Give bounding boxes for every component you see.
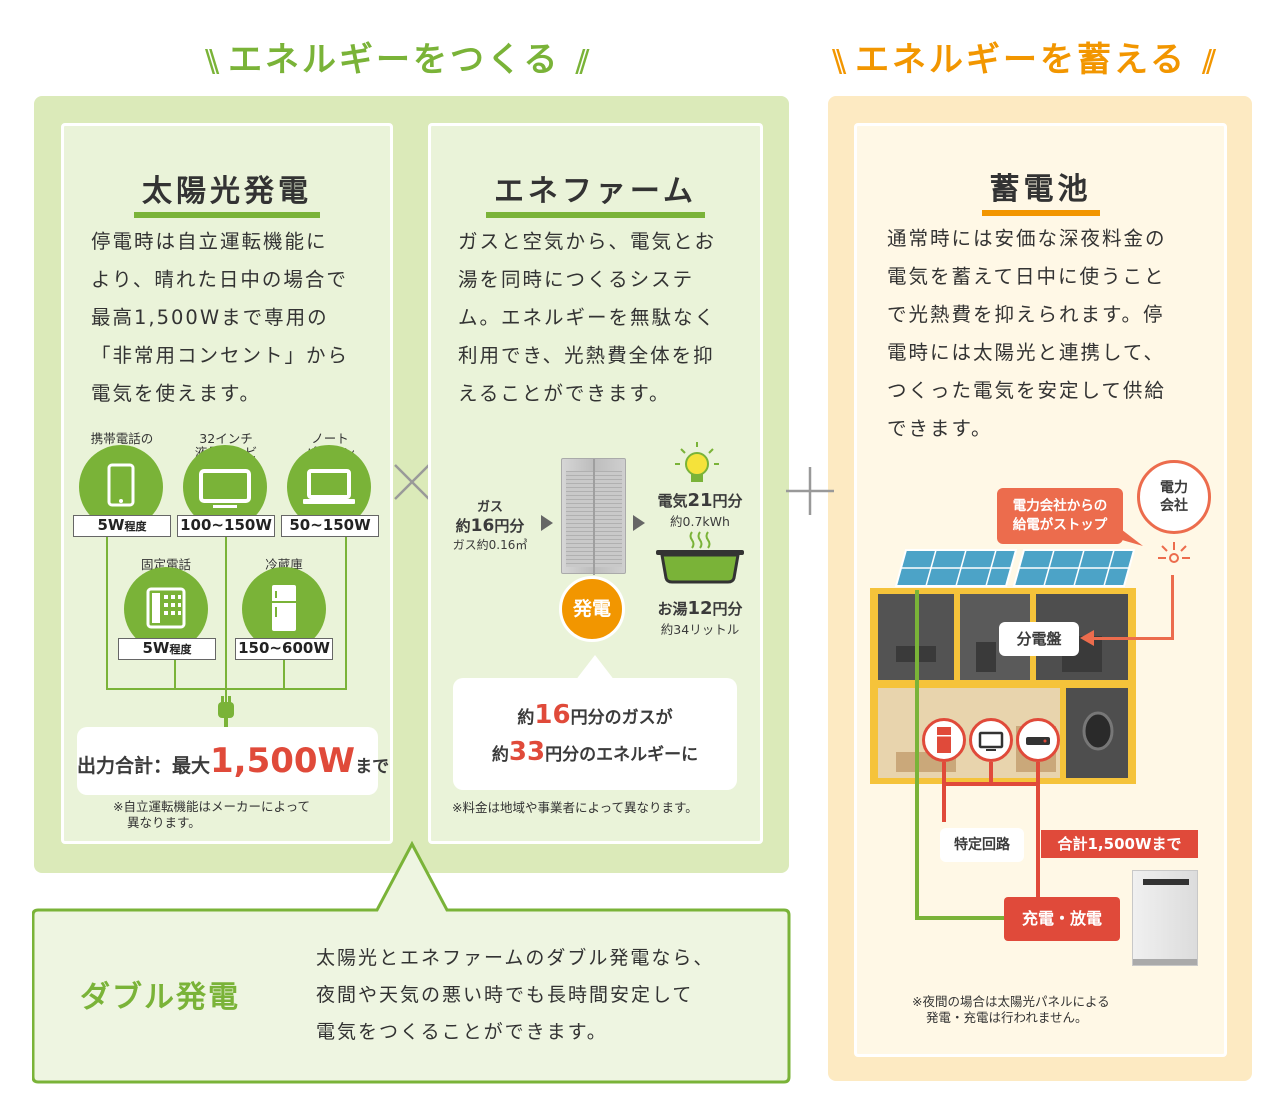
solar-note: ※自立運転機能はメーカーによって 異なります。 (113, 799, 310, 830)
solar-to-battery-line (915, 916, 1005, 920)
solar-title: 太陽光発電 (64, 166, 390, 218)
heading-store: \\ エネルギーを蓄える // (832, 40, 1216, 80)
laptop-watt: 50~150W (281, 515, 379, 537)
fridge-icon (937, 727, 951, 753)
telephone-watt: 5W程度 (118, 638, 216, 660)
tv-icon (199, 469, 251, 508)
connector-line (345, 537, 347, 689)
output-total-box: 出力合計：最大1,500Wまで (77, 727, 389, 795)
enefarm-note: ※料金は地域や事業者によって異なります。 (452, 800, 698, 815)
circuit-line (1036, 870, 1040, 902)
distribution-panel[interactable]: 分電盤 (999, 622, 1079, 656)
total-capacity-label: 合計1,500Wまで (1041, 830, 1198, 858)
plus-operator (786, 467, 834, 515)
house-router (1016, 718, 1060, 762)
telephone-circle (124, 567, 208, 651)
charge-discharge-button[interactable]: 充電・放電 (1004, 897, 1120, 941)
fridge-watt: 150~600W (235, 638, 333, 660)
enefarm-title: エネファーム (431, 166, 760, 218)
telephone-icon (146, 587, 186, 629)
smartphone-icon (107, 463, 135, 507)
tv-icon (978, 731, 1004, 751)
circuit-line (942, 782, 1040, 786)
battery-title: 蓄電池 (857, 164, 1224, 216)
hot-water-info: お湯12円分 約34リットル (657, 598, 743, 637)
circuit-line (989, 762, 993, 784)
solar-description: 停電時は自立運転機能に より、晴れた日中の場合で 最高1,500Wまで専用の 「… (91, 230, 350, 405)
arrow-right-icon (541, 515, 553, 531)
times-operator (394, 464, 430, 500)
battery-description: 通常時には安価な深夜料金の 電気を蓄えて日中に使うこと で光熱費を抑えられます。… (887, 227, 1167, 440)
double-description: 太陽光とエネファームのダブル発電なら、 夜間や天気の悪い時でも長時間安定して 電… (316, 947, 715, 1043)
heading-create: \\ エネルギーをつくる // (205, 40, 590, 80)
gas-info: ガス 約16円分 ガス約0.16㎥ (452, 500, 528, 552)
stop-bubble-shape (997, 488, 1143, 546)
power-company: 電力 会社 (1137, 460, 1211, 534)
battery-note: ※夜間の場合は太陽光パネルによる 発電・充電は行われません。 (912, 994, 1110, 1025)
bubble-pointer (575, 655, 615, 681)
grid-line (1171, 575, 1174, 640)
connector-line (225, 537, 227, 705)
lightbulb-icon (675, 442, 719, 482)
arrow-right-icon (633, 515, 645, 531)
house-tv (969, 718, 1013, 762)
connector-line (283, 660, 285, 689)
generation-badge: 発電 (559, 576, 625, 642)
tv-watt: 100~150W (177, 515, 275, 537)
plug-icon (218, 696, 234, 728)
electricity-info: 電気21円分 約0.7kWh (657, 490, 743, 529)
bathtub-icon (656, 531, 744, 584)
enefarm-summary-bubble: 約16円分のガスが 約33円分のエネルギーに (453, 678, 737, 790)
enefarm-description: ガスと空気から、電気とお 湯を同時につくるシステ ム。エネルギーを無駄なく 利用… (458, 230, 717, 405)
double-generation-box (32, 840, 791, 1084)
fridge-circle (242, 567, 326, 651)
solar-to-battery-line (915, 590, 919, 920)
laptop-icon (303, 469, 355, 504)
enefarm-unit (561, 458, 626, 575)
fridge-icon (272, 585, 296, 631)
stop-bubble: 電力会社からの 給電がストップ (1012, 498, 1108, 533)
circuit-line (1036, 762, 1040, 902)
arrow-left-icon (1080, 630, 1094, 646)
connector-line (106, 537, 108, 689)
battery-unit (1132, 870, 1198, 966)
router-icon (1026, 737, 1050, 745)
double-title: ダブル発電 (80, 980, 240, 1015)
connector-line (174, 660, 176, 689)
specific-circuit-label: 特定回路 (940, 828, 1024, 862)
house-fridge (922, 718, 966, 762)
circuit-line (942, 762, 946, 822)
outage-spark-icon (1158, 542, 1190, 563)
grid-line (1090, 637, 1174, 640)
phone-watt: 5W程度 (73, 515, 171, 537)
